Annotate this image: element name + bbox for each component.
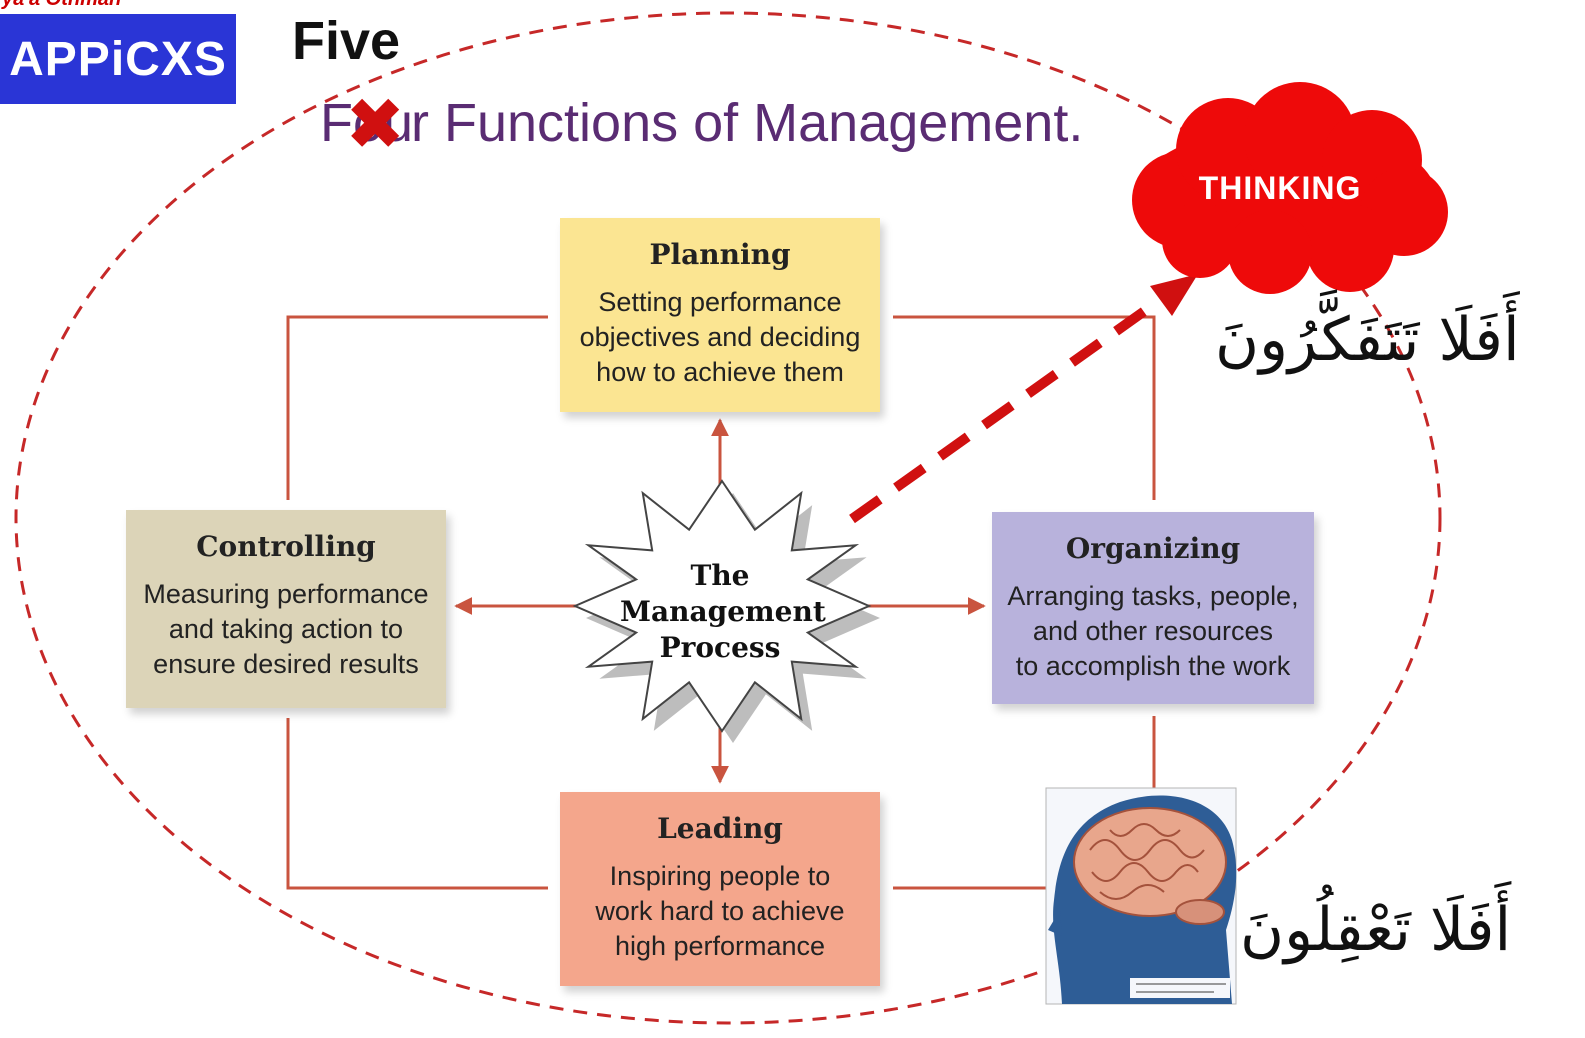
appicxs-badge: APPiCXS [0,14,236,104]
planning-line-2: objectives and deciding [579,322,861,352]
title-suffix: r Functions of Management. [411,93,1084,153]
author-credit: ya'a Othman [2,0,121,11]
planning-line-3: how to achieve them [596,357,844,387]
starburst [572,479,872,733]
controlling-line-2: and taking action to [168,614,404,644]
badge-label: APPiCXS [9,32,227,86]
cross-out-icon: ✖ [345,82,406,166]
arabic-phrase-reflect: أَفَلَا تَتَفَكَّرُونَ [1215,305,1520,375]
organizing-title: Organizing [1065,532,1241,565]
five-label: Five [292,11,401,71]
center-line-1: The [690,559,750,592]
leading-box: Leading Inspiring people to work hard to… [560,792,880,986]
controlling-line-3: ensure desired results [153,649,419,679]
title-struck-letters: ou✖ [345,88,413,160]
thinking-arrow-head [1150,274,1198,316]
title-struck-text: ou [353,93,414,153]
organizing-line-3: to accomplish the work [1015,651,1291,681]
leading-line-2: work hard to achieve [595,896,845,926]
center-line-2: Management [620,595,826,628]
organizing-line-2: and other resources [1032,616,1274,646]
planning-title: Planning [649,238,791,271]
management-process-label: The Management Process [620,558,826,666]
controlling-title: Controlling [196,530,376,563]
organizing-line-1: Arranging tasks, people, [1007,581,1299,611]
connector-lines [286,315,1156,890]
thinking-arrow-line [849,295,1163,524]
slide-title: Fou✖r Functions of Management. [320,88,1084,160]
thinking-label: THINKING [1198,170,1362,206]
arabic-phrase-reason: أَفَلَا تَعْقِلُونَ [1240,895,1512,965]
brain-image [1045,787,1237,1005]
planning-box: Planning Setting performance objectives … [560,218,880,412]
organizing-box: Organizing Arranging tasks, people, and … [992,512,1314,704]
leading-line-3: high performance [614,931,826,961]
controlling-box: Controlling Measuring performance and ta… [126,510,446,708]
title-prefix: F [320,93,353,153]
dashed-ellipse [14,11,1442,1025]
planning-line-1: Setting performance [598,287,842,317]
leading-line-1: Inspiring people to [609,861,831,891]
thinking-cloud [1132,82,1448,294]
controlling-line-1: Measuring performance [143,579,429,609]
center-line-3: Process [659,631,781,664]
leading-title: Leading [657,812,783,845]
